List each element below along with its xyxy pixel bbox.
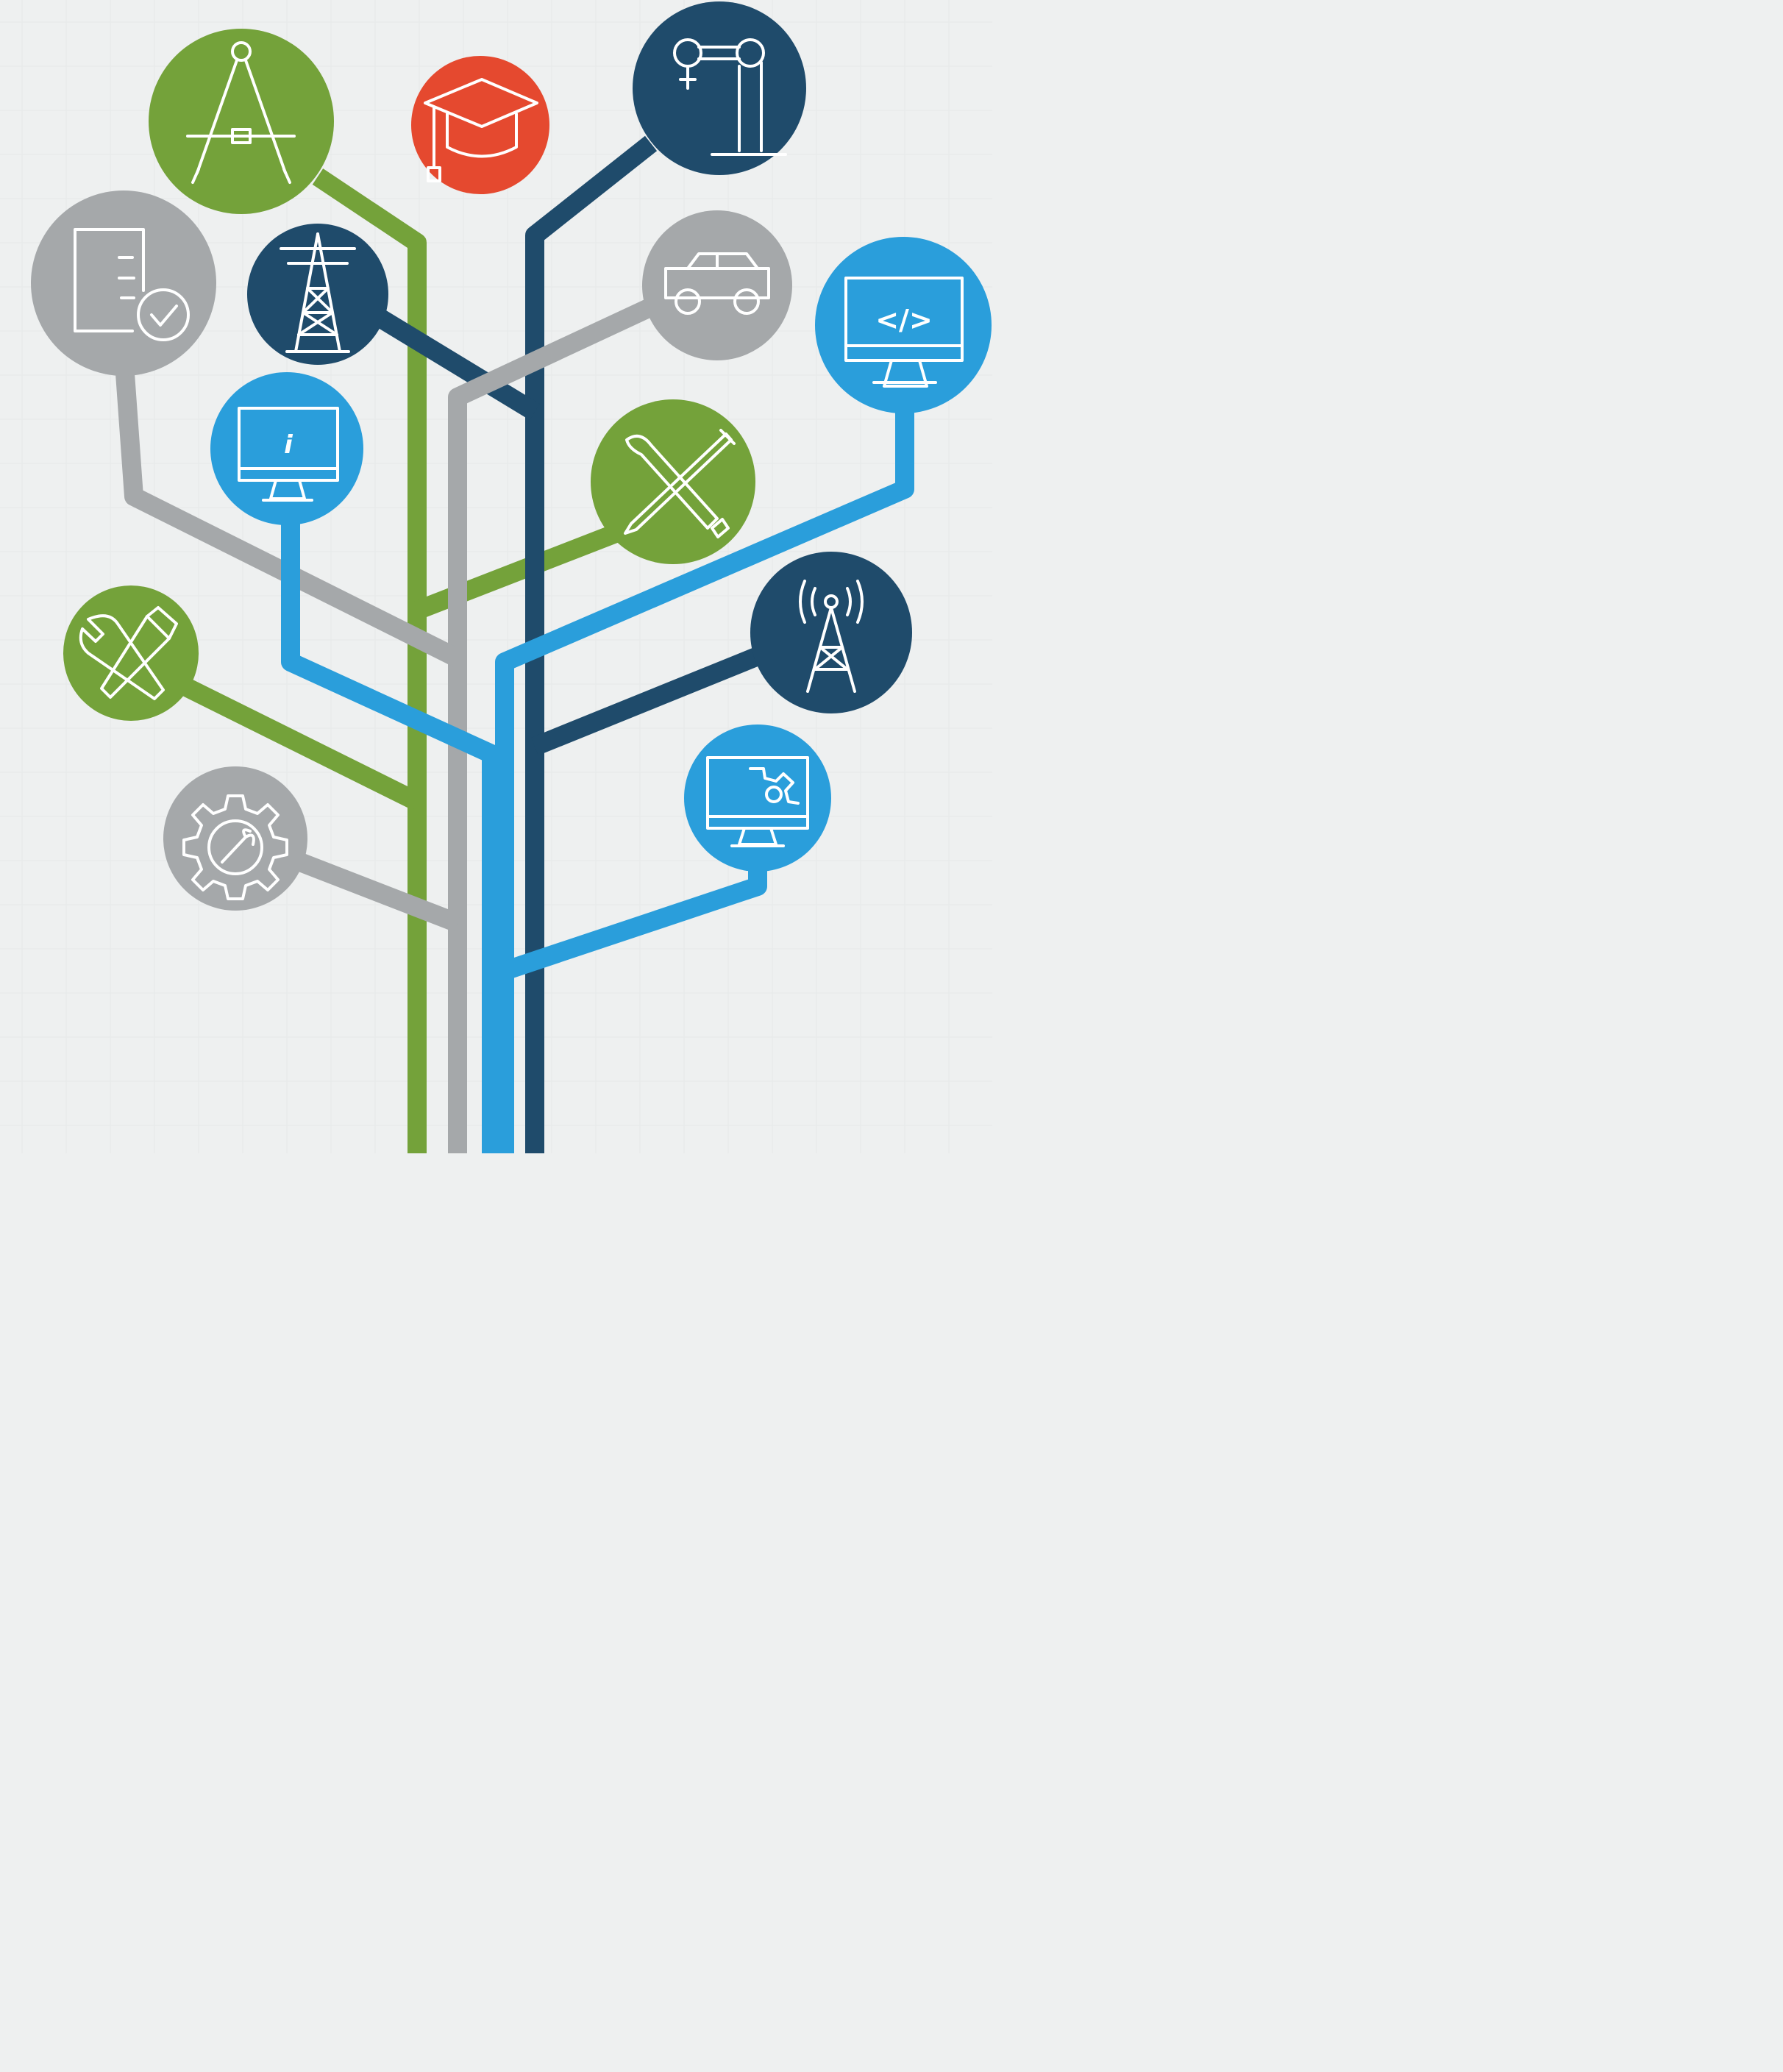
node-car [642,210,792,360]
code-glyph: </> [875,304,933,336]
drafting-compass-icon [186,41,296,184]
node-engineering-monitor [684,725,831,872]
green-trunk [312,168,427,1153]
car-icon [664,252,770,315]
info-monitor-icon [238,407,339,502]
robotic-arm-icon [673,38,787,156]
info-glyph: i [284,430,293,460]
node-antenna [750,552,912,713]
power-pylon-icon [280,232,356,353]
engineering-monitor-icon [706,756,809,847]
green-branch-repair [176,675,421,811]
gray-branch-document [114,352,462,667]
gray-branch-gear [283,847,461,933]
node-document [31,191,216,376]
navy-trunk [525,135,658,1153]
node-repair-tools [63,585,199,721]
wrench-hammer-icon [79,606,178,700]
node-power-tower [247,224,388,365]
radio-tower-icon [799,580,864,693]
node-compass [149,29,334,214]
branch-lines [114,135,914,1153]
career-tree-diagram: </> i [0,0,992,1153]
brush-pencil-icon [624,429,736,538]
node-graduation [411,56,549,194]
node-gear-wrench [163,766,307,911]
node-design-tools [591,399,755,564]
blue-trunk-left [281,515,501,1153]
document-check-icon [74,228,190,341]
node-robot-arm [633,1,806,175]
navy-branch-antenna [531,638,783,756]
graduation-cap-icon [424,78,538,182]
code-monitor-icon [844,277,964,388]
gear-wrench-icon [182,794,288,900]
blue-trunk-right [495,397,914,1153]
node-info-monitor: i [210,372,363,525]
tree-svg: </> i [0,0,992,1153]
node-code-monitor: </> [815,237,992,413]
gray-trunk [448,296,659,1153]
